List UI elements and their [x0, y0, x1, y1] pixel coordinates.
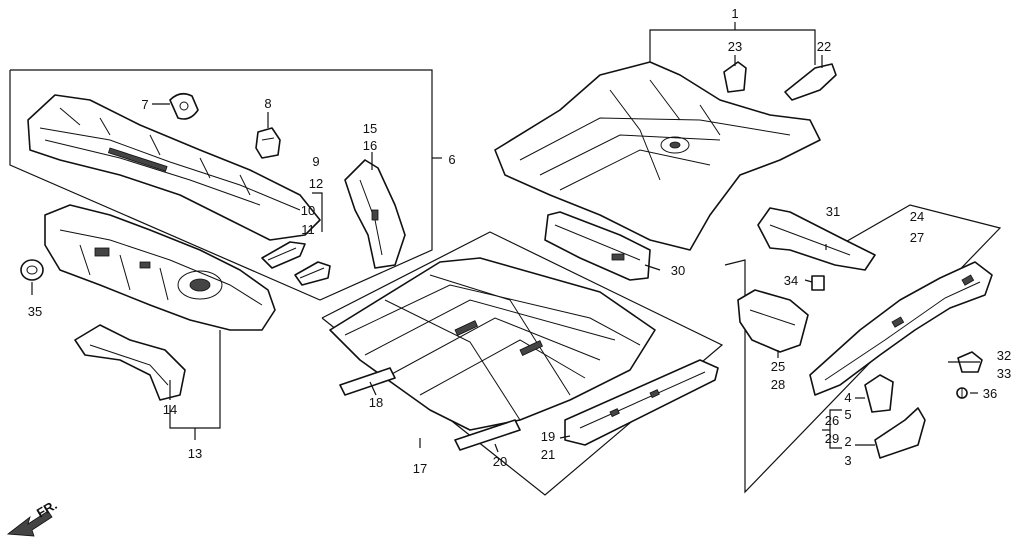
part-15-16-pillar: [344, 159, 406, 269]
part-14-bracket: [74, 324, 186, 401]
direction-marker-label: FR.: [34, 497, 60, 520]
callout-32: 32: [997, 348, 1011, 363]
part-8-bracket: [255, 127, 281, 159]
part-18-rail: [339, 367, 396, 396]
callout-7: 7: [141, 97, 148, 112]
callout-35: 35: [28, 304, 42, 319]
group-26-29-bracket: [822, 409, 842, 449]
callout-4: 4: [844, 390, 851, 405]
callout-20: 20: [493, 454, 507, 469]
callout-10: 10: [301, 203, 315, 218]
rear-floor-panel: [494, 61, 821, 251]
callout-31: 31: [826, 204, 840, 219]
callout-23: 23: [728, 39, 742, 54]
part-25-28-bracket: [737, 289, 809, 353]
callout-22: 22: [817, 39, 831, 54]
frame-rail: [809, 261, 993, 396]
callout-13: 13: [188, 446, 202, 461]
callout-21: 21: [541, 447, 555, 462]
group-1-bracket: [649, 22, 816, 65]
callout-34: 34: [784, 273, 798, 288]
callout-11: 11: [301, 222, 315, 237]
callout-12: 12: [309, 176, 323, 191]
group-6-frame: [9, 69, 442, 301]
callout-5: 5: [844, 407, 851, 422]
callout-30: 30: [671, 263, 685, 278]
part-20-rail: [454, 419, 521, 451]
callout-2: 2: [844, 434, 851, 449]
callout-36: 36: [983, 386, 997, 401]
callout-25: 25: [771, 359, 785, 374]
callout-33: 33: [997, 366, 1011, 381]
front-floor-panel: [329, 257, 656, 431]
part-34-clip: [811, 275, 825, 291]
callout-15: 15: [363, 121, 377, 136]
callout-14: 14: [163, 402, 177, 417]
callout-27: 27: [910, 230, 924, 245]
callout-26: 26: [825, 413, 839, 428]
callout-29: 29: [825, 431, 839, 446]
callout-19: 19: [541, 429, 555, 444]
callout-1: 1: [731, 6, 738, 21]
callout-8: 8: [264, 96, 271, 111]
part-30-crossmember: [544, 211, 651, 281]
callout-18: 18: [369, 395, 383, 410]
dashboard-upper-panel: [27, 94, 321, 241]
callout-6: 6: [448, 152, 455, 167]
firewall-panel: [44, 204, 276, 331]
part-2-3-bracket: [874, 407, 926, 459]
part-4-5-bracket: [864, 374, 894, 413]
callout-24: 24: [910, 209, 924, 224]
part-31-bracket: [757, 207, 876, 271]
front-direction-arrow-icon: FR.: [6, 497, 60, 537]
part-19-21-side-sill: [564, 359, 719, 446]
part-23-bracket: [723, 61, 747, 93]
callout-16: 16: [363, 138, 377, 153]
callout-17: 17: [413, 461, 427, 476]
part-22-bracket: [784, 63, 837, 101]
part-36-bolt: [956, 387, 968, 399]
part-9-12-brackets: [261, 241, 331, 286]
group-13-bracket: [169, 330, 221, 440]
callout-28: 28: [771, 377, 785, 392]
callout-9: 9: [312, 154, 319, 169]
part-7-bracket: [169, 92, 199, 120]
leader-lines: [31, 55, 980, 453]
part-35-grommet: [20, 259, 44, 281]
callout-3: 3: [844, 453, 851, 468]
